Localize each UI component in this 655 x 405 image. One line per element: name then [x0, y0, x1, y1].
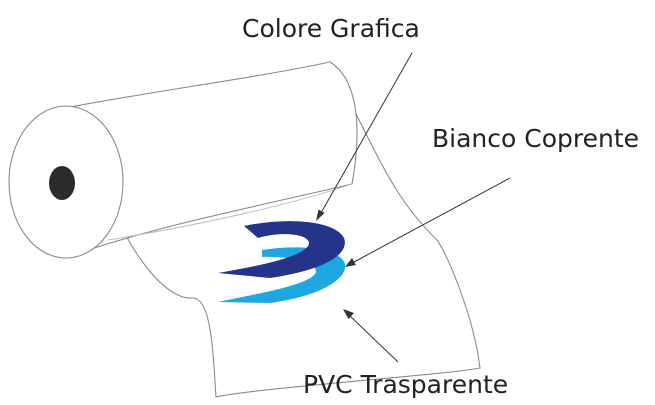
roll-body: [64, 61, 358, 257]
label-graphic-color: Colore Grafica: [242, 14, 420, 43]
leader-transparent-pvc: [343, 309, 399, 363]
leader-graphic-color: [316, 52, 413, 221]
label-opaque-white: Bianco Coprente: [432, 124, 640, 153]
leader-opaque-white: [345, 177, 511, 267]
graphic-color-layer-shape: [218, 221, 345, 278]
sheet-roll-edge: [107, 183, 353, 241]
label-transparent-pvc: PVC Trasparente: [303, 370, 509, 399]
roll-core: [49, 166, 75, 200]
